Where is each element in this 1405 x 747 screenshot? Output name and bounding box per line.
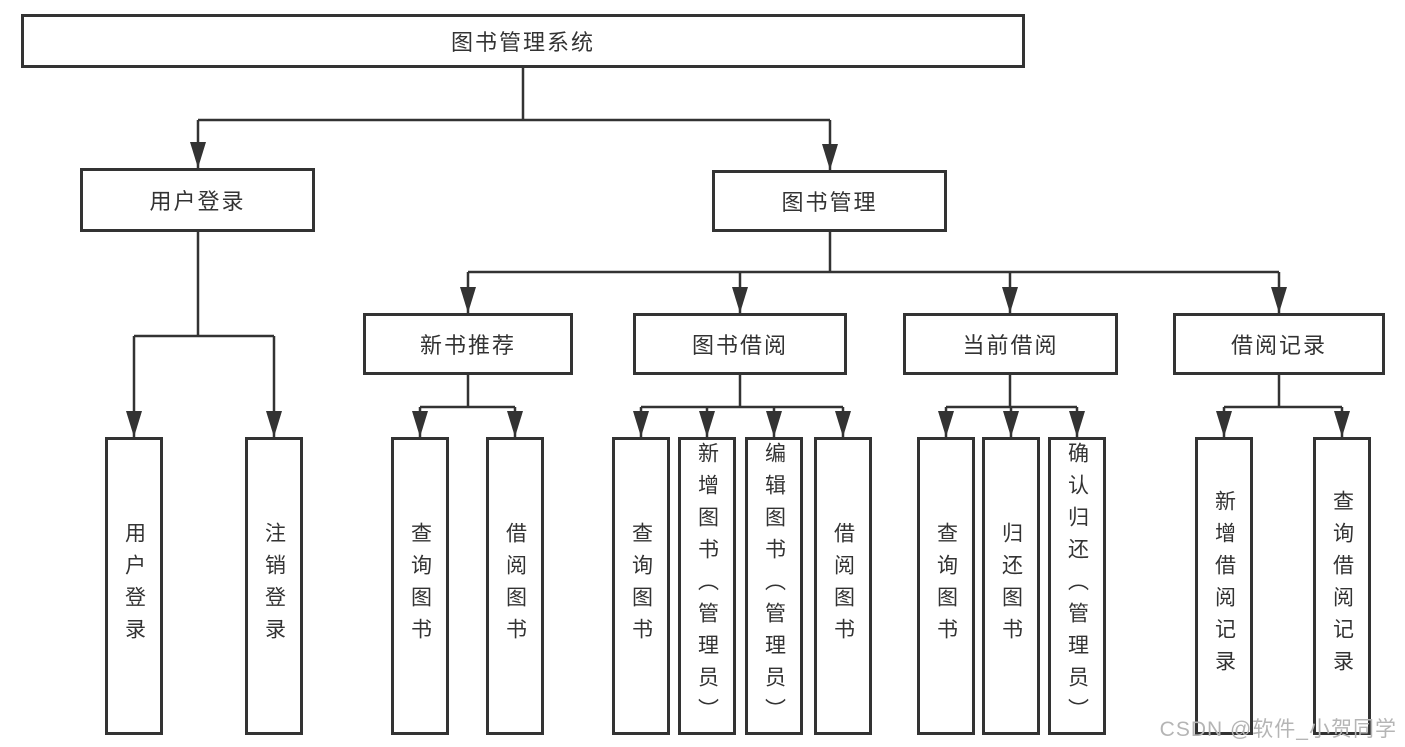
node-logout: 注销登录: [245, 437, 303, 735]
arrow-icon: [412, 411, 428, 437]
node-user-login-module: 用户登录: [80, 168, 315, 232]
arrow-icon: [126, 411, 142, 437]
node-label: 用户登录: [122, 522, 146, 650]
node-return-books: 归还图书: [982, 437, 1040, 735]
arrow-icon: [1271, 287, 1287, 313]
node-current-borrowing: 当前借阅: [903, 313, 1118, 375]
node-label: 借阅图书: [503, 522, 527, 650]
node-label: 图书管理: [781, 190, 878, 215]
node-label: 查询借阅记录: [1330, 490, 1354, 682]
node-label: 查询图书: [629, 522, 653, 650]
csdn-watermark: CSDN @软件_小贺同学: [1159, 718, 1397, 741]
arrow-icon: [1003, 411, 1019, 437]
arrow-icon: [633, 411, 649, 437]
edge-newrec-to-leaves: [418, 375, 517, 437]
arrow-icon: [822, 144, 838, 170]
node-label: 用户登录: [149, 189, 246, 214]
arrow-icon: [266, 411, 282, 437]
node-add-borrow-record: 新增借阅记录: [1195, 437, 1253, 735]
node-query-books-borrowing: 查询图书: [612, 437, 670, 735]
arrow-icon: [1216, 411, 1232, 437]
node-edit-books-admin: 编辑图书（管理员）: [745, 437, 803, 735]
node-query-borrow-record: 查询借阅记录: [1313, 437, 1371, 735]
edge-borrow-to-leaves: [639, 375, 845, 437]
node-query-books-current: 查询图书: [917, 437, 975, 735]
node-label: 查询图书: [934, 522, 958, 650]
node-label: 借阅图书: [831, 522, 855, 650]
node-new-book-recommendation: 新书推荐: [363, 313, 573, 375]
node-label: 归还图书: [999, 522, 1023, 650]
arrow-icon: [1334, 411, 1350, 437]
arrow-icon: [460, 287, 476, 313]
node-confirm-return-admin: 确认归还（管理员）: [1048, 437, 1106, 735]
arrow-icon: [835, 411, 851, 437]
node-label: 图书借阅: [691, 333, 788, 358]
node-borrow-books: 借阅图书: [814, 437, 872, 735]
arrow-icon: [1069, 411, 1085, 437]
node-book-borrowing: 图书借阅: [633, 313, 847, 375]
node-borrowing-records: 借阅记录: [1173, 313, 1385, 375]
node-label: 新增图书（管理员）: [695, 442, 719, 730]
node-borrow-books-recommend: 借阅图书: [486, 437, 544, 735]
arrow-icon: [699, 411, 715, 437]
arrow-icon: [507, 411, 523, 437]
arrow-icon: [938, 411, 954, 437]
arrow-icon: [766, 411, 782, 437]
node-label: 确认归还（管理员）: [1065, 442, 1089, 730]
node-add-books-admin: 新增图书（管理员）: [678, 437, 736, 735]
node-library-management-system: 图书管理系统: [21, 14, 1025, 68]
node-label: 查询图书: [408, 522, 432, 650]
arrow-icon: [1002, 287, 1018, 313]
node-label: 借阅记录: [1230, 333, 1327, 358]
node-label: 新增借阅记录: [1212, 490, 1236, 682]
edge-records-to-leaves: [1222, 375, 1344, 437]
node-label: 当前借阅: [962, 333, 1059, 358]
node-query-books-recommend: 查询图书: [391, 437, 449, 735]
tree-edges: [132, 68, 1344, 437]
node-label: 图书管理系统: [450, 30, 595, 55]
arrow-icon: [190, 142, 206, 168]
arrow-icon: [732, 287, 748, 313]
arrowheads: [126, 142, 1350, 437]
node-label: 新书推荐: [419, 333, 516, 358]
node-label: 编辑图书（管理员）: [762, 442, 786, 730]
node-book-management: 图书管理: [712, 170, 947, 232]
edge-userlogin-to-leaves: [132, 232, 276, 437]
node-label: 注销登录: [262, 522, 286, 650]
node-user-login: 用户登录: [105, 437, 163, 735]
edge-root-to-level2: [196, 68, 832, 170]
edge-bookmgmt-to-level3: [466, 232, 1281, 313]
